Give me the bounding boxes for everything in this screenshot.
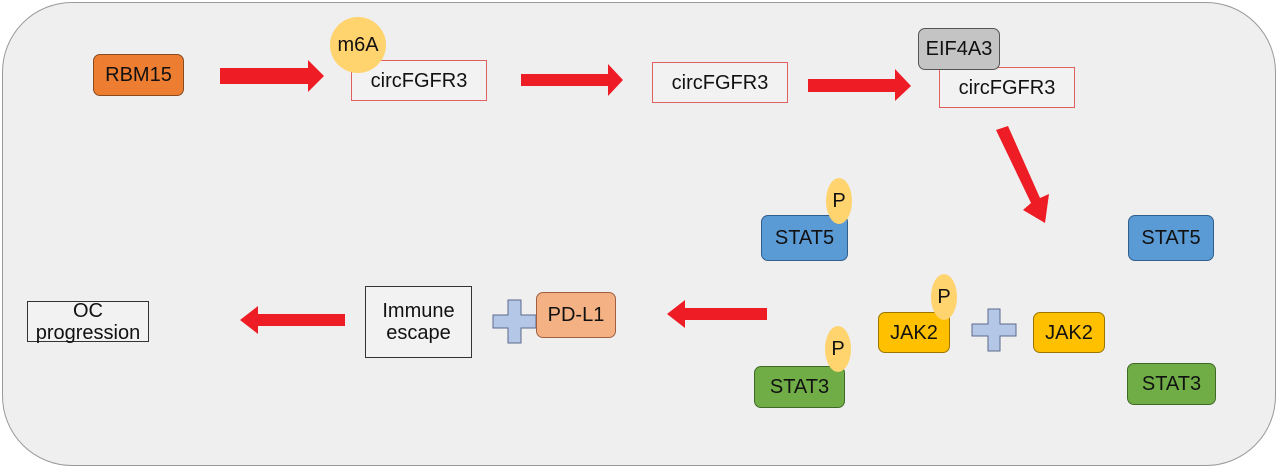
arrow-circ1-to-circ2 bbox=[521, 64, 623, 96]
plus-icon-pdl1 bbox=[492, 299, 537, 344]
arrow-rbm15-to-m6a bbox=[220, 60, 324, 92]
phospho-badge-stat3: P bbox=[825, 326, 851, 372]
jak2-node: JAK2 bbox=[1033, 312, 1105, 353]
arrow-circ3-to-jak2 bbox=[996, 126, 1049, 223]
stat5-phospho-node: STAT5 bbox=[761, 215, 848, 261]
arrow-circ2-to-eif4a3 bbox=[808, 69, 911, 101]
immune-escape-node: Immune escape bbox=[365, 286, 472, 358]
arrow-immune-to-oc bbox=[240, 306, 345, 334]
stat5-node: STAT5 bbox=[1128, 215, 1214, 261]
jak2-phospho-node: JAK2 bbox=[878, 312, 950, 353]
phospho-badge-stat5: P bbox=[826, 178, 852, 224]
pdl1-node: PD-L1 bbox=[536, 292, 616, 338]
eif4a3-node: EIF4A3 bbox=[918, 28, 1000, 70]
circfgfr3-node-2: circFGFR3 bbox=[652, 62, 788, 103]
rbm15-node: RBM15 bbox=[93, 54, 184, 96]
plus-icon-jak2 bbox=[971, 308, 1017, 352]
stat3-node: STAT3 bbox=[1127, 363, 1216, 405]
arrow-jak2-to-pdl1 bbox=[667, 300, 767, 328]
circfgfr3-node-3: circFGFR3 bbox=[939, 67, 1075, 108]
m6a-modification-badge: m6A bbox=[330, 17, 386, 73]
stat3-phospho-node: STAT3 bbox=[754, 366, 845, 408]
oc-progression-node: OC progression bbox=[27, 300, 149, 344]
phospho-badge-jak2: P bbox=[931, 274, 957, 320]
